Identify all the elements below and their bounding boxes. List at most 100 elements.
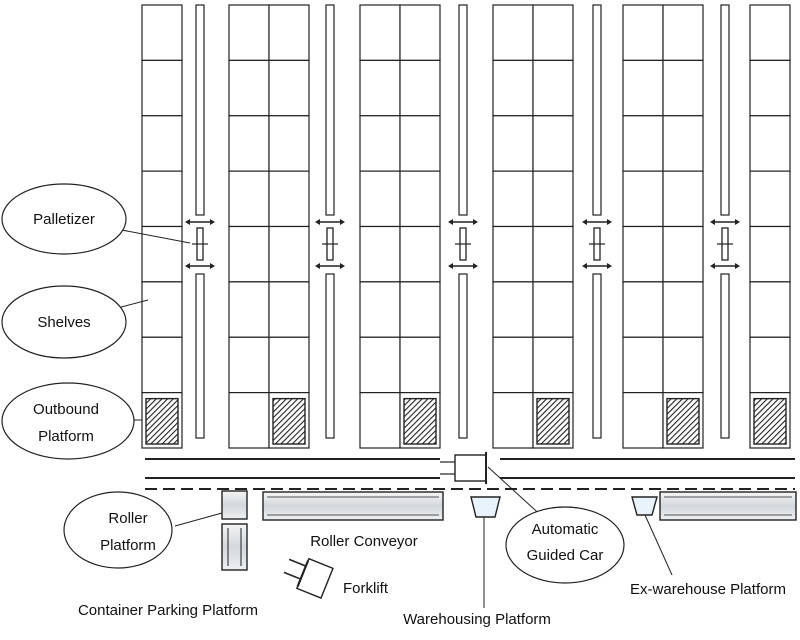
- shelf-cell: [399, 115, 441, 172]
- outbound-platform-hatch: [145, 397, 179, 445]
- container-parking-platform-label: Container Parking Platform: [78, 602, 258, 619]
- shelf-cell: [492, 59, 534, 117]
- shelf-cell: [492, 281, 534, 338]
- forklift: [283, 557, 334, 599]
- shelf-cell: [662, 59, 704, 117]
- shelf-cell: [622, 4, 664, 61]
- palletizer-arrowhead: [340, 263, 345, 269]
- shelf-cell: [359, 225, 401, 283]
- aisle-rail: [592, 4, 602, 216]
- palletizer: [710, 219, 740, 269]
- shelf-cell: [662, 336, 704, 394]
- aisle-rail: [195, 4, 205, 216]
- shelf-cell: [141, 4, 183, 61]
- shelf-cell: [399, 225, 441, 283]
- palletizer-arrowhead: [448, 219, 453, 225]
- palletizer: [315, 219, 345, 269]
- palletizer-arrowhead: [473, 263, 478, 269]
- shelf-cell: [359, 281, 401, 338]
- shelf-cell: [268, 336, 310, 394]
- ex-warehouse-platform-label: Ex-warehouse Platform: [630, 581, 786, 598]
- shelf-cell: [228, 336, 270, 394]
- shelf-cell: [268, 170, 310, 228]
- aisle-rail: [325, 273, 335, 439]
- agv-track: [145, 458, 795, 490]
- roller-platform: [221, 490, 248, 571]
- shelf-cell: [662, 115, 704, 172]
- shelf-cell: [359, 170, 401, 228]
- shelf-cell: [532, 170, 574, 228]
- palletizer-arrowhead: [582, 263, 587, 269]
- shelf-cell: [399, 281, 441, 338]
- shelf-cell: [492, 392, 534, 449]
- shelf-cell: [532, 4, 574, 61]
- warehousing-platform-label: Warehousing Platform: [403, 611, 551, 628]
- shelf-cell: [662, 170, 704, 228]
- aisle-rail: [592, 273, 602, 439]
- outbound-label-line2: Platform: [38, 428, 94, 445]
- shelf-cell: [268, 59, 310, 117]
- shelf-cell: [532, 281, 574, 338]
- shelf-cell: [749, 115, 791, 172]
- palletizer-arrowhead: [607, 219, 612, 225]
- shelf-cell: [749, 59, 791, 117]
- shelf-cell: [749, 225, 791, 283]
- shelf-cell: [141, 281, 183, 338]
- shelf-cell: [359, 115, 401, 172]
- palletizer-arrowhead: [185, 219, 190, 225]
- palletizer-arrowhead: [185, 263, 190, 269]
- shelf-cell: [532, 115, 574, 172]
- shelf-cell: [228, 225, 270, 283]
- shelf-cell: [141, 59, 183, 117]
- shelf-cell: [228, 170, 270, 228]
- outbound-platform-callout: [1, 382, 135, 460]
- shelf-cell: [492, 225, 534, 283]
- forklift-label: Forklift: [343, 580, 389, 597]
- shelf-cell: [268, 225, 310, 283]
- roller-platform-label-line1: Roller: [108, 510, 147, 527]
- shelf-cell: [662, 4, 704, 61]
- ex-warehouse-platform: [631, 496, 658, 516]
- roller-conveyor: [262, 491, 797, 521]
- shelves-label: Shelves: [37, 314, 90, 331]
- palletizer-arrowhead: [735, 263, 740, 269]
- outbound-platform-hatch: [403, 397, 437, 445]
- shelf-cell: [141, 115, 183, 172]
- shelf-cell: [399, 336, 441, 394]
- outbound-platform-hatch: [666, 397, 700, 445]
- automatic-guided-car-label-line2: Guided Car: [527, 547, 604, 564]
- shelf-cell: [228, 4, 270, 61]
- palletizer: [582, 219, 612, 269]
- shelf-cell: [622, 336, 664, 394]
- palletizer-arrowhead: [315, 263, 320, 269]
- aisle-rail: [720, 4, 730, 216]
- aisle-rail: [458, 4, 468, 216]
- shelf-cell: [359, 4, 401, 61]
- palletizer-arrowhead: [210, 219, 215, 225]
- aisle-rail: [325, 4, 335, 216]
- warehousing-platform: [470, 496, 501, 518]
- shelf-cell: [228, 281, 270, 338]
- palletizer-arrowhead: [607, 263, 612, 269]
- shelf-cell: [492, 336, 534, 394]
- palletizer-label: Palletizer: [33, 211, 95, 228]
- roller-conveyor-label: Roller Conveyor: [310, 533, 418, 550]
- automatic-guided-car-label-line1: Automatic: [532, 521, 599, 538]
- aisle-rails: [195, 4, 730, 439]
- outbound-platform-hatch: [753, 397, 787, 445]
- shelf-cell: [622, 281, 664, 338]
- roller-platform-label-line2: Platform: [100, 537, 156, 554]
- palletizer-arrowhead: [735, 219, 740, 225]
- palletizer-arrowhead: [210, 263, 215, 269]
- outbound-platform-hatch: [536, 397, 570, 445]
- shelf-cell: [228, 59, 270, 117]
- shelf-cell: [492, 4, 534, 61]
- palletizer-arrowhead: [315, 219, 320, 225]
- palletizer: [448, 219, 478, 269]
- palletizer-callout: [1, 183, 127, 255]
- shelf-cell: [268, 115, 310, 172]
- shelf-cell: [662, 281, 704, 338]
- shelf-cell: [492, 170, 534, 228]
